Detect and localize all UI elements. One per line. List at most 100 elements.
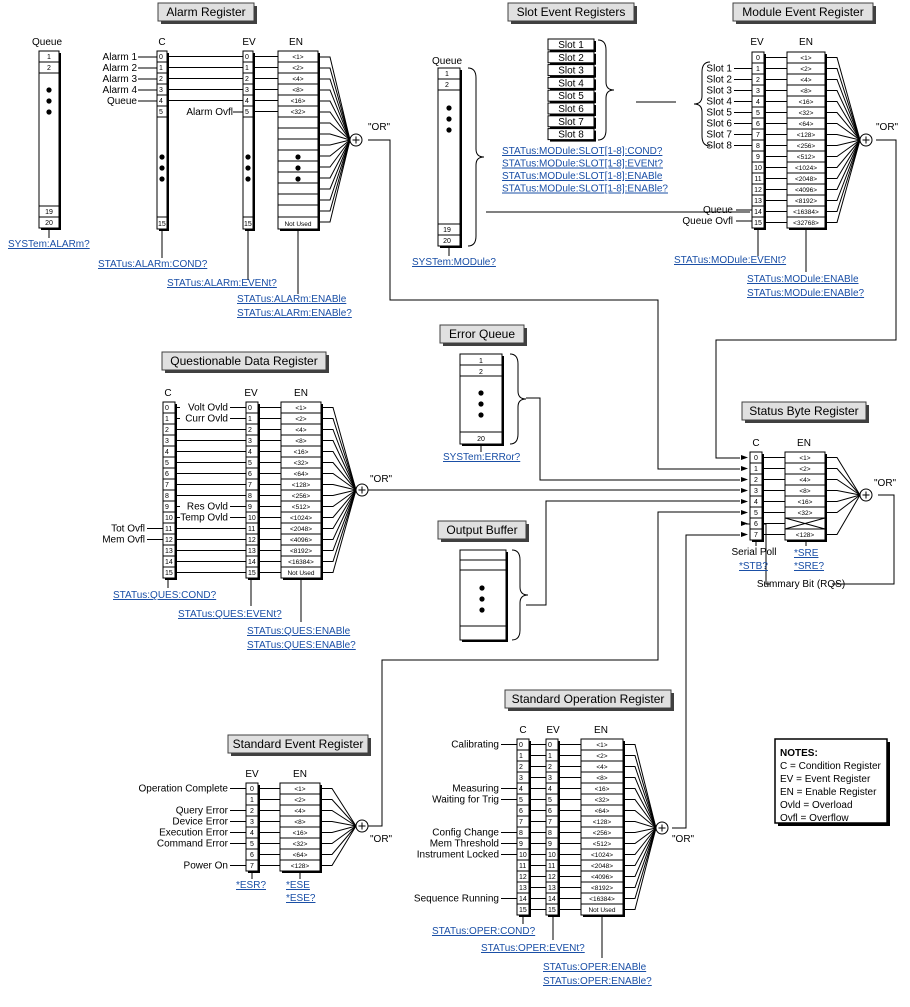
ques-en-mask: <64> xyxy=(294,471,309,478)
oper-input-label: Mem Threshold xyxy=(430,839,499,850)
or-input-line xyxy=(825,139,861,157)
module-en-mask: <4> xyxy=(800,77,811,84)
error-queue-dots xyxy=(478,412,484,418)
module-bit-number: 9 xyxy=(756,154,760,161)
alarm-queue-label: Queue xyxy=(32,37,62,48)
alarm-en-dots xyxy=(295,165,301,171)
module-bit-number: 10 xyxy=(754,165,762,172)
or-input-line xyxy=(318,67,351,141)
oper-en-mask: Not Used xyxy=(588,907,615,914)
module-enable-command[interactable]: STATus:MODule:ENABle xyxy=(747,274,859,285)
module-en-mask: <512> xyxy=(797,154,816,161)
alarm-system-alarm-query[interactable]: SYSTem:ALARm? xyxy=(8,239,90,250)
module-event-query[interactable]: STATus:MODule:EVENt? xyxy=(674,255,787,266)
oper-enable-query[interactable]: STATus:OPER:ENABle? xyxy=(543,976,652,987)
slot-command-3[interactable]: STATus:MODule:SLOT[1-8]:ENABle? xyxy=(502,184,668,195)
ques-ev-bit: 2 xyxy=(248,427,252,434)
ques-en-mask: <8192> xyxy=(290,548,312,555)
module-bit-number: 2 xyxy=(756,77,760,84)
ques-c-header: C xyxy=(164,388,171,399)
oper-ev-bit: 4 xyxy=(548,786,552,793)
or-input-line xyxy=(623,788,657,829)
oper-ev-bit: 13 xyxy=(548,885,556,892)
stb-sre-command[interactable]: *SRE xyxy=(794,548,819,559)
ques-cond-query[interactable]: STATus:QUES:COND? xyxy=(113,590,217,601)
or-input-line xyxy=(825,90,861,141)
or-input-line xyxy=(320,821,357,827)
ser-ese-query[interactable]: *ESE? xyxy=(286,893,316,904)
stb-sre-query[interactable]: *SRE? xyxy=(794,561,824,572)
standard-event-register-title: Standard Event Register xyxy=(233,737,364,751)
alarm-event-query[interactable]: STATus:ALARm:EVENt? xyxy=(167,278,277,289)
oper-ev-bit: 10 xyxy=(548,852,556,859)
oper-en-mask: <8192> xyxy=(591,885,613,892)
alarm-input-label: Alarm 3 xyxy=(103,74,138,85)
ques-c-bit: 2 xyxy=(165,427,169,434)
or-input-line xyxy=(825,139,861,168)
or-input-line xyxy=(825,139,861,201)
slot-command-2[interactable]: STATus:MODule:SLOT[1-8]:ENABle xyxy=(502,171,663,182)
ques-c-bit: 15 xyxy=(165,570,173,577)
ques-event-query[interactable]: STATus:QUES:EVENt? xyxy=(178,609,282,620)
error-queue-bit: 1 xyxy=(479,358,483,365)
alarm-en-mask: <1> xyxy=(292,54,303,61)
alarm-cond-query[interactable]: STATus:ALARm:COND? xyxy=(98,259,208,270)
slot-box-4 xyxy=(547,76,595,89)
alarm-bit-number: 4 xyxy=(159,98,163,105)
or-input-line xyxy=(318,122,351,141)
module-bit-number: 3 xyxy=(756,88,760,95)
module-en-mask: <1024> xyxy=(795,165,817,172)
alarm-en-column xyxy=(277,50,319,230)
oper-enable-command[interactable]: STATus:OPER:ENABle xyxy=(543,962,647,973)
alarm-enable-query[interactable]: STATus:ALARm:ENABle? xyxy=(237,308,352,319)
stb-c-header: C xyxy=(752,438,759,449)
or-input-line xyxy=(321,489,357,573)
oper-cond-query[interactable]: STATus:OPER:COND? xyxy=(432,926,536,937)
or-input-line xyxy=(623,827,657,899)
slot-box-3 xyxy=(547,64,595,77)
oper-c-bit: 2 xyxy=(519,764,523,771)
ques-en-mask: <8> xyxy=(295,438,306,445)
ques-en-mask: <2048> xyxy=(290,526,312,533)
ques-enable-query[interactable]: STATus:QUES:ENABle? xyxy=(247,640,356,651)
slot-brace xyxy=(597,39,615,141)
module-bit-number: 14 xyxy=(754,209,762,216)
module-en-mask: <8192> xyxy=(795,198,817,205)
notes-line: C = Condition Register xyxy=(780,761,882,772)
alarm-bit-number: 5 xyxy=(245,109,249,116)
module-slot-input: Slot 3 xyxy=(706,86,732,97)
module-queue-box xyxy=(437,67,461,247)
output-buffer-dots xyxy=(479,607,485,613)
ques-en-mask: <2> xyxy=(295,416,306,423)
module-enable-query[interactable]: STATus:MODule:ENABle? xyxy=(747,288,865,299)
error-queue-command[interactable]: SYSTem:ERRor? xyxy=(443,452,521,463)
or-input-line xyxy=(321,489,357,507)
ques-c-bit: 10 xyxy=(165,515,173,522)
module-queue-bit: 1 xyxy=(445,71,449,78)
ques-enable-command[interactable]: STATus:QUES:ENABle xyxy=(247,626,351,637)
module-system-query[interactable]: SYSTem:MODule? xyxy=(412,257,496,268)
or-input-line xyxy=(321,489,357,540)
slot-label: Slot 4 xyxy=(558,78,584,89)
standard-event-register-title-box xyxy=(227,734,369,754)
slot-command-0[interactable]: STATus:MODule:SLOT[1-8]:COND? xyxy=(502,146,663,157)
alarm-enable-command[interactable]: STATus:ALARm:ENABle xyxy=(237,294,347,305)
slot-label: Slot 6 xyxy=(558,104,584,115)
alarm-queue-dots xyxy=(46,109,52,115)
stb-stb-query[interactable]: *STB? xyxy=(739,561,768,572)
ser-esr-query[interactable]: *ESR? xyxy=(236,880,266,891)
stb-bit-number: 3 xyxy=(754,488,758,495)
ques-c-input-label: Tot Ovfl xyxy=(111,524,145,535)
oper-event-query[interactable]: STATus:OPER:EVENt? xyxy=(481,943,585,954)
alarm-queue-dots xyxy=(46,87,52,93)
slot-command-1[interactable]: STATus:MODule:SLOT[1-8]:EVENt? xyxy=(502,159,663,170)
or-input-line xyxy=(825,479,861,496)
slot-label: Slot 3 xyxy=(558,66,584,77)
module-or-label: "OR" xyxy=(876,122,899,133)
ques-en-mask: <16384> xyxy=(288,559,314,566)
ser-ese-command[interactable]: *ESE xyxy=(286,880,310,891)
ques-en-mask: <4096> xyxy=(290,537,312,544)
ser-en-mask: <32> xyxy=(293,841,308,848)
or-input-line xyxy=(318,89,351,141)
stb-en-mask: <128> xyxy=(796,532,815,539)
